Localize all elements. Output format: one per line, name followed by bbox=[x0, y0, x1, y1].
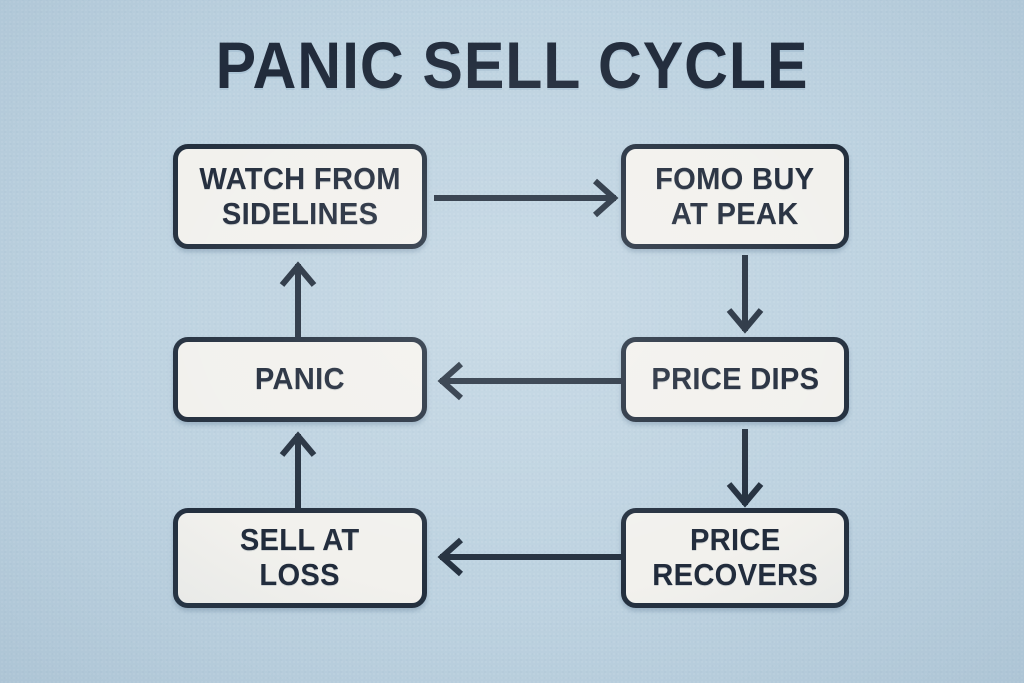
node-price-dips-label: PRICE DIPS bbox=[651, 361, 819, 397]
arrow-fomo-to-dips bbox=[724, 255, 766, 334]
node-label-line1: WATCH FROM bbox=[199, 160, 401, 196]
node-label-line2: RECOVERS bbox=[652, 557, 818, 592]
node-panic-label: PANIC bbox=[255, 361, 345, 397]
node-fomo-buy-at-peak[interactable]: FOMO BUY AT PEAK bbox=[621, 144, 849, 249]
page-title: PANIC SELL CYCLE bbox=[215, 28, 809, 102]
node-sell-at-loss[interactable]: SELL AT LOSS bbox=[173, 508, 427, 608]
node-fomo-buy-at-peak-label: FOMO BUY AT PEAK bbox=[655, 160, 815, 231]
node-label-line2: SIDELINES bbox=[221, 195, 379, 231]
arrow-panic-to-watch bbox=[277, 258, 319, 340]
node-sell-at-loss-label: SELL AT LOSS bbox=[240, 522, 360, 592]
node-panic[interactable]: PANIC bbox=[173, 337, 427, 422]
node-price-dips[interactable]: PRICE DIPS bbox=[621, 337, 849, 422]
node-label-line2: AT PEAK bbox=[671, 195, 799, 231]
arrow-watch-to-fomo bbox=[434, 177, 619, 219]
arrow-sell-to-panic bbox=[277, 428, 319, 511]
arrow-dips-to-recovers bbox=[724, 429, 766, 508]
node-label-line1: SELL AT bbox=[240, 522, 360, 558]
node-watch-from-sidelines[interactable]: WATCH FROM SIDELINES bbox=[173, 144, 427, 249]
node-price-recovers-label: PRICE RECOVERS bbox=[652, 522, 818, 592]
node-label-line1: FOMO BUY bbox=[655, 160, 815, 196]
node-label-line1: PRICE bbox=[689, 522, 781, 558]
node-label-line2: LOSS bbox=[259, 557, 341, 592]
arrow-recovers-to-sell bbox=[437, 536, 622, 578]
node-price-recovers[interactable]: PRICE RECOVERS bbox=[621, 508, 849, 608]
arrow-dips-to-panic bbox=[437, 360, 622, 402]
node-watch-from-sidelines-label: WATCH FROM SIDELINES bbox=[199, 160, 401, 231]
